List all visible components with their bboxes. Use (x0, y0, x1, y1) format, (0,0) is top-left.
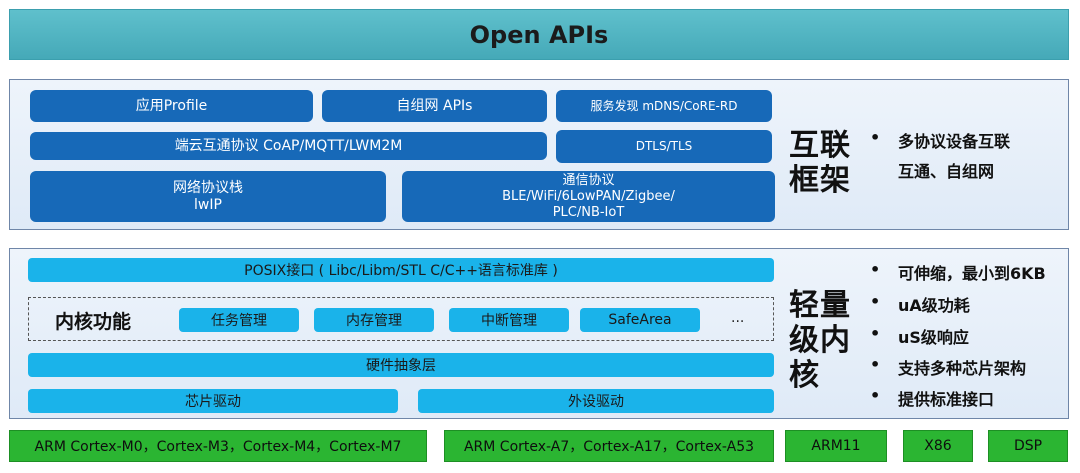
bullet-dot: • (870, 128, 881, 147)
kernel-bullets: • 可伸缩，最小到6KB • uA级功耗 • uS级响应 • 支持多种芯片架构 … (870, 258, 1075, 413)
platform-cortex-a: ARM Cortex-A7，Cortex-A17，Cortex-A53 (444, 430, 774, 462)
open-apis-title: Open APIs (469, 20, 609, 49)
safearea-block: SafeArea (580, 308, 700, 332)
bullet-text: 多协议设备互联 (898, 132, 1011, 151)
interconnect-bullets: • 多协议设备互联 互通、自组网 (870, 124, 1070, 194)
bullet-text: 互通、自组网 (898, 162, 995, 181)
bullet-text: 支持多种芯片架构 (898, 359, 1027, 378)
bullet-dot: • (870, 324, 881, 343)
service-discovery-label: 服务发现 mDNS/CoRE-RD (590, 98, 738, 113)
task-management-label: 任务管理 (211, 313, 267, 329)
bullet-dot: • (870, 355, 881, 374)
bullet-item: • uS级响应 (870, 324, 969, 348)
interrupt-management-label: 中断管理 (481, 313, 537, 329)
bullet-text: uA级功耗 (898, 296, 970, 315)
bullet-item: • 支持多种芯片架构 (870, 355, 1026, 379)
bullet-text: 提供标准接口 (898, 390, 995, 409)
task-management-block: 任务管理 (179, 308, 299, 332)
app-profile-block: 应用Profile (30, 90, 313, 122)
hal-label: 硬件抽象层 (366, 358, 436, 374)
more-features-ellipsis: ... (731, 310, 745, 326)
platform-dsp-label: DSP (1013, 438, 1043, 454)
bullet-item: • 提供标准接口 (870, 386, 994, 410)
dtls-label: DTLS/TLS (635, 139, 693, 153)
cloud-protocols-block: 端云互通协议 CoAP/MQTT/LWM2M (30, 132, 547, 160)
lightweight-kernel-title: 轻量级内核 (789, 288, 851, 393)
comm-protocols-label: 通信协议 (562, 172, 615, 188)
bullet-item: • uA级功耗 (870, 292, 970, 316)
platform-arm11-label: ARM11 (811, 438, 861, 454)
kernel-core-box (28, 297, 774, 341)
bullet-dot: • (870, 292, 881, 311)
safearea-label: SafeArea (608, 312, 672, 328)
cloud-protocols-label: 端云互通协议 CoAP/MQTT/LWM2M (174, 137, 403, 154)
bullet-text: 可伸缩，最小到6KB (898, 264, 1046, 283)
chip-driver-block: 芯片驱动 (28, 389, 398, 413)
network-stack-label: 网络协议栈 (173, 179, 243, 196)
posix-label: POSIX接口 ( Libc/Libm/STL C/C++语言标准库 ) (244, 263, 558, 279)
comm-protocols-list-1: BLE/WiFi/6LowPAN/Zigbee/ (502, 188, 675, 204)
memory-management-label: 内存管理 (346, 313, 402, 329)
platform-cortex-a-label: ARM Cortex-A7，Cortex-A17，Cortex-A53 (463, 439, 755, 455)
comm-protocols-block: 通信协议 BLE/WiFi/6LowPAN/Zigbee/ PLC/NB-IoT (402, 171, 775, 222)
kernel-core-label: 内核功能 (55, 311, 132, 333)
service-discovery-block: 服务发现 mDNS/CoRE-RD (556, 90, 772, 122)
bullet-text: uS级响应 (898, 328, 969, 347)
mesh-apis-label: 自组网 APIs (396, 97, 473, 114)
bullet-item-continuation: 互通、自组网 (898, 158, 994, 182)
comm-protocols-list-2: PLC/NB-IoT (552, 204, 625, 220)
posix-block: POSIX接口 ( Libc/Libm/STL C/C++语言标准库 ) (28, 258, 774, 282)
dtls-block: DTLS/TLS (556, 130, 772, 163)
hal-block: 硬件抽象层 (28, 353, 774, 377)
network-stack-block: 网络协议栈 lwIP (30, 171, 386, 222)
bullet-dot: • (870, 386, 881, 405)
app-profile-label: 应用Profile (135, 97, 208, 114)
interrupt-management-block: 中断管理 (449, 308, 569, 332)
mesh-apis-block: 自组网 APIs (322, 90, 547, 122)
platform-cortex-m: ARM Cortex-M0，Cortex-M3，Cortex-M4，Cortex… (9, 430, 427, 462)
platform-x86-label: X86 (924, 438, 952, 454)
lwip-label: lwIP (194, 196, 222, 213)
open-apis-banner: Open APIs (9, 9, 1069, 60)
platform-x86: X86 (903, 430, 973, 462)
bullet-item: • 可伸缩，最小到6KB (870, 260, 1046, 284)
platform-dsp: DSP (988, 430, 1068, 462)
bullet-item: • 多协议设备互联 (870, 128, 1010, 152)
interconnect-framework-title: 互联框架 (789, 128, 851, 198)
peripheral-driver-label: 外设驱动 (568, 394, 624, 410)
chip-driver-label: 芯片驱动 (185, 394, 241, 410)
peripheral-driver-block: 外设驱动 (418, 389, 774, 413)
platform-arm11: ARM11 (785, 430, 887, 462)
memory-management-block: 内存管理 (314, 308, 434, 332)
bullet-dot: • (870, 260, 881, 279)
platform-cortex-m-label: ARM Cortex-M0，Cortex-M3，Cortex-M4，Cortex… (34, 439, 402, 455)
